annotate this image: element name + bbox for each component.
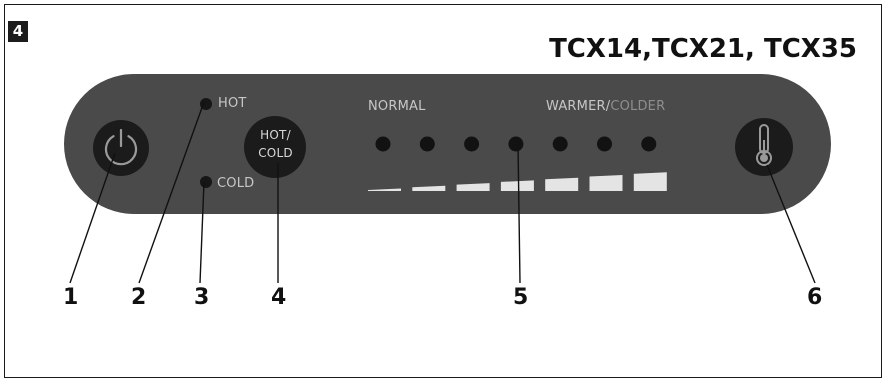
hot-indicator-led bbox=[200, 98, 212, 110]
thermostat-button[interactable] bbox=[735, 118, 793, 176]
warmer-colder-label: WARMER/COLDER bbox=[546, 99, 665, 114]
callout-2: 2 bbox=[131, 285, 147, 310]
temperature-led-1 bbox=[375, 136, 391, 152]
control-panel bbox=[64, 74, 831, 214]
colder-label: COLDER bbox=[610, 99, 666, 114]
leader-line-6 bbox=[766, 164, 816, 284]
normal-label: NORMAL bbox=[368, 99, 426, 114]
cold-indicator-led bbox=[200, 176, 212, 188]
temperature-level-bar-5 bbox=[545, 177, 579, 191]
callout-1: 1 bbox=[63, 285, 79, 310]
temperature-level-bar-4 bbox=[500, 180, 534, 191]
temperature-led-2 bbox=[419, 136, 435, 152]
temperature-level-bar-1 bbox=[368, 188, 401, 191]
figure-frame bbox=[4, 4, 882, 378]
temperature-level-bar-7 bbox=[633, 172, 667, 191]
callout-6: 6 bbox=[807, 285, 823, 310]
leader-line-5 bbox=[517, 142, 521, 284]
temperature-leds bbox=[375, 136, 657, 152]
cold-label: COLD bbox=[217, 176, 255, 191]
hot-cold-line-2: COLD bbox=[258, 146, 293, 160]
power-icon bbox=[104, 135, 138, 166]
leader-line-3 bbox=[199, 181, 205, 284]
temperature-led-5 bbox=[552, 136, 568, 152]
temperature-level-bars bbox=[368, 172, 667, 191]
temperature-led-7 bbox=[641, 136, 657, 152]
hot-cold-button-label: HOT/ COLD bbox=[250, 126, 301, 162]
model-names-title: TCX14,TCX21, TCX35 bbox=[549, 34, 857, 64]
temperature-led-3 bbox=[464, 136, 480, 152]
figure-number-badge: 4 bbox=[8, 21, 28, 42]
thermometer-icon bbox=[756, 124, 772, 166]
callout-5: 5 bbox=[513, 285, 529, 310]
hot-cold-line-1: HOT/ bbox=[260, 128, 291, 142]
temperature-level-bar-6 bbox=[589, 175, 623, 191]
temperature-level-bar-2 bbox=[412, 185, 446, 191]
leader-line-1 bbox=[69, 152, 116, 284]
hot-label: HOT bbox=[218, 96, 247, 111]
hot-cold-button[interactable] bbox=[244, 116, 306, 178]
callout-3: 3 bbox=[194, 285, 210, 310]
leader-line-2 bbox=[138, 101, 205, 284]
temperature-led-4 bbox=[508, 136, 524, 152]
temperature-level-bar-3 bbox=[456, 183, 490, 191]
callout-4: 4 bbox=[271, 285, 287, 310]
temperature-led-6 bbox=[597, 136, 612, 152]
callout-leader-lines bbox=[69, 101, 816, 284]
power-button[interactable] bbox=[93, 120, 149, 176]
warmer-label: WARMER/ bbox=[546, 99, 611, 114]
